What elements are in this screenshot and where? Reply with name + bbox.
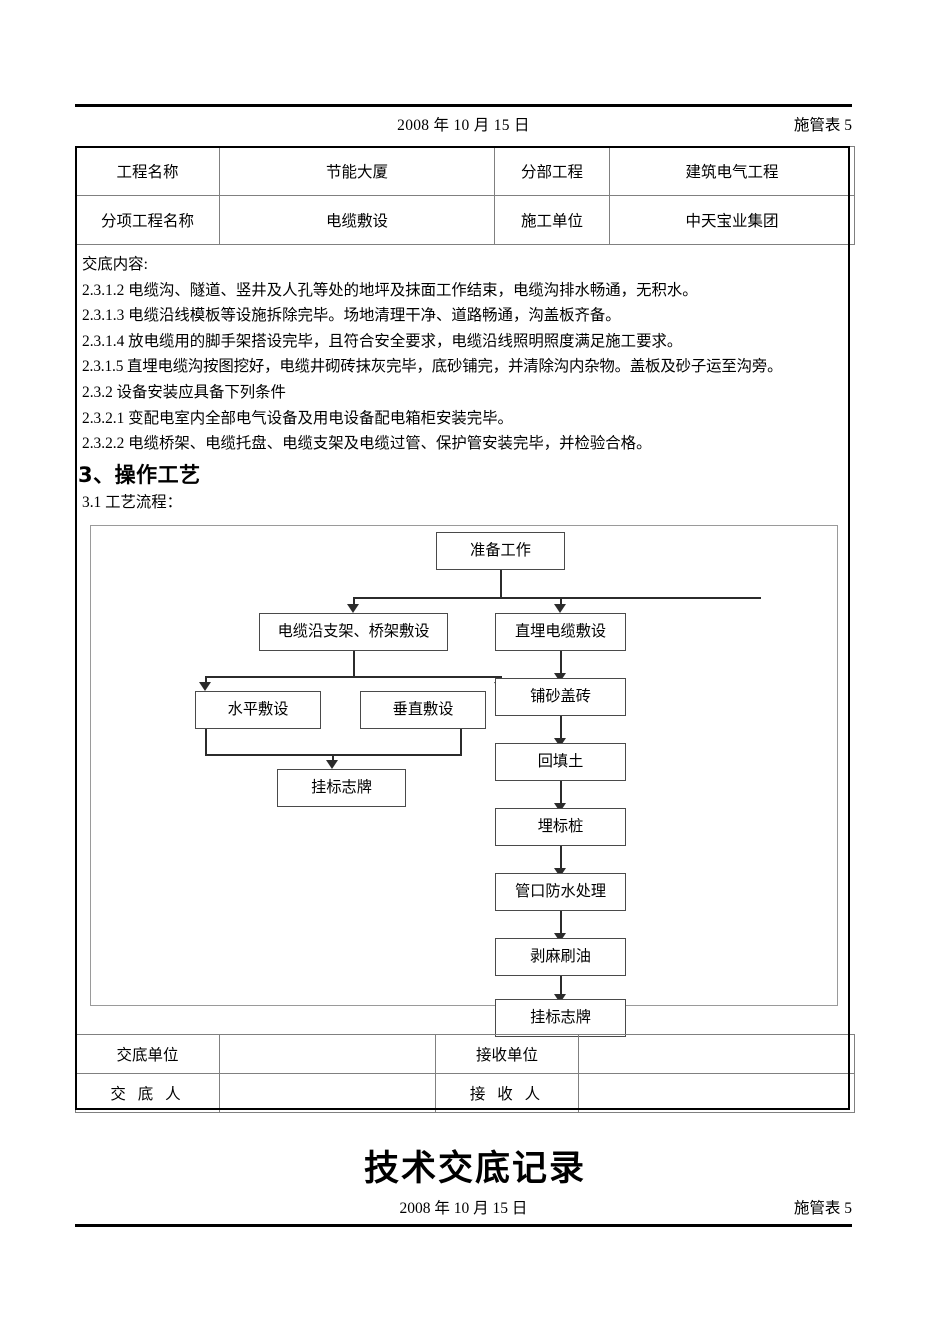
footer-form-code: 施管表 5: [793, 1200, 852, 1217]
flow-node-left-sign-plate: 挂标志牌: [277, 769, 406, 807]
flow-connector: [460, 729, 462, 755]
flow-connector: [354, 597, 761, 599]
sig-label-receiver: 接 收 人: [435, 1073, 579, 1113]
flow-arrow: [554, 803, 566, 812]
info-label-project-name: 工程名称: [75, 146, 220, 196]
flow-connector: [560, 597, 562, 607]
flow-connector: [560, 976, 562, 998]
flow-connector: [560, 911, 562, 937]
flow-connector: [560, 651, 562, 677]
table-row: 交 底 人 接 收 人: [75, 1073, 855, 1113]
table-row: 分项工程名称 电缆敷设 施工单位 中天宝业集团: [75, 195, 855, 245]
content-line-2: 2.3.1.3 电缆沿线模板等设施拆除完毕。场地清理干净、道路畅通，沟盖板齐备。: [82, 307, 621, 325]
sig-value-issuing-unit[interactable]: [219, 1034, 436, 1074]
header-form-code: 施管表 5: [793, 117, 852, 134]
project-info-table: 工程名称 节能大厦 分部工程 建筑电气工程 分项工程名称 电缆敷设 施工单位 中…: [75, 146, 855, 245]
signature-table: 交底单位 接收单位 交 底 人 接 收 人: [75, 1034, 855, 1113]
sig-value-receiver[interactable]: [578, 1073, 855, 1113]
flow-connector: [560, 716, 562, 742]
flow-node-vertical-laying: 垂直敷设: [360, 691, 486, 729]
footer-rule: [75, 1224, 852, 1227]
flow-connector: [332, 754, 334, 763]
flow-connector: [560, 846, 562, 872]
flow-connector: [206, 676, 501, 678]
header-date: 2008 年 10 月 15 日: [397, 117, 530, 134]
header-rule: [75, 104, 852, 107]
flow-node-start: 准备工作: [436, 532, 565, 570]
flow-node-backfill: 回填土: [495, 743, 626, 781]
table-row: 工程名称 节能大厦 分部工程 建筑电气工程: [75, 146, 855, 196]
flow-node-right-sign-plate: 挂标志牌: [495, 999, 626, 1037]
info-value-project-name: 节能大厦: [219, 146, 495, 196]
sig-value-receiving-unit[interactable]: [578, 1034, 855, 1074]
flow-connector: [205, 729, 207, 755]
flow-node-cable-on-bracket: 电缆沿支架、桥架敷设: [259, 613, 448, 651]
flow-arrow: [347, 604, 359, 613]
flow-arrow: [554, 933, 566, 942]
flow-connector: [560, 781, 562, 807]
flow-arrow: [554, 994, 566, 1003]
content-line-1: 2.3.1.2 电缆沟、隧道、竖井及人孔等处的地坪及抹面工作结束，电缆沟排水畅通…: [82, 281, 698, 299]
flow-connector: [353, 651, 355, 677]
process-flowchart: 准备工作 电缆沿支架、桥架敷设 水平敷设 垂直敷设 挂标志牌 直埋电缆敷设: [90, 525, 838, 1037]
info-value-division: 建筑电气工程: [609, 146, 855, 196]
content-line-4: 2.3.1.5 直埋电缆沟按图挖好，电缆井砌砖抹灰完毕，底砂铺完，并清除沟内杂物…: [82, 358, 783, 376]
content-line-3: 2.3.1.4 放电缆用的脚手架搭设完毕，且符合安全要求，电缆沿线照明照度满足施…: [82, 332, 683, 350]
flow-arrow: [554, 673, 566, 682]
content-line-7: 2.3.2.2 电缆桥架、电缆托盘、电缆支架及电缆过管、保护管安装完毕，并检验合…: [82, 435, 652, 453]
footer-date: 2008 年 10 月 15 日: [399, 1200, 528, 1217]
info-label-contractor: 施工单位: [494, 195, 610, 245]
info-value-contractor: 中天宝业集团: [609, 195, 855, 245]
content-line-6: 2.3.2.1 变配电室内全部电气设备及用电设备配电箱柜安装完毕。: [82, 409, 513, 427]
section-heading-operation: 3、操作工艺: [78, 463, 201, 487]
subsection-heading-process: 3.1 工艺流程：: [82, 494, 183, 511]
flow-arrow: [554, 868, 566, 877]
sig-label-receiving-unit: 接收单位: [435, 1034, 579, 1074]
flow-node-waterproofing: 管口防水处理: [495, 873, 626, 911]
disclosure-content: 交底内容: 2.3.1.2 电缆沟、隧道、竖井及人孔等处的地坪及抹面工作结束，电…: [82, 252, 844, 457]
footer-title: 技术交底记录: [363, 1149, 586, 1189]
flow-arrow: [326, 760, 338, 769]
flow-node-direct-burial: 直埋电缆敷设: [495, 613, 626, 651]
content-heading: 交底内容:: [82, 256, 148, 273]
info-label-division: 分部工程: [494, 146, 610, 196]
info-value-subitem-name: 电缆敷设: [219, 195, 495, 245]
sig-label-issuer: 交 底 人: [75, 1073, 220, 1113]
table-row: 交底单位 接收单位: [75, 1034, 855, 1074]
flow-arrow: [199, 682, 211, 691]
flow-node-hemp-oil: 剥麻刷油: [495, 938, 626, 976]
sig-label-issuing-unit: 交底单位: [75, 1034, 220, 1074]
flow-arrow: [554, 738, 566, 747]
content-line-5: 2.3.2 设备安装应具备下列条件: [82, 383, 286, 401]
flow-connector: [500, 570, 502, 598]
info-label-subitem-name: 分项工程名称: [75, 195, 220, 245]
flow-arrow: [554, 604, 566, 613]
flow-node-sand-brick: 铺砂盖砖: [495, 678, 626, 716]
flow-node-horizontal-laying: 水平敷设: [195, 691, 321, 729]
flow-node-marker-pile: 埋标桩: [495, 808, 626, 846]
sig-value-issuer[interactable]: [219, 1073, 436, 1113]
flow-connector: [353, 597, 355, 607]
flow-connector: [205, 676, 207, 685]
